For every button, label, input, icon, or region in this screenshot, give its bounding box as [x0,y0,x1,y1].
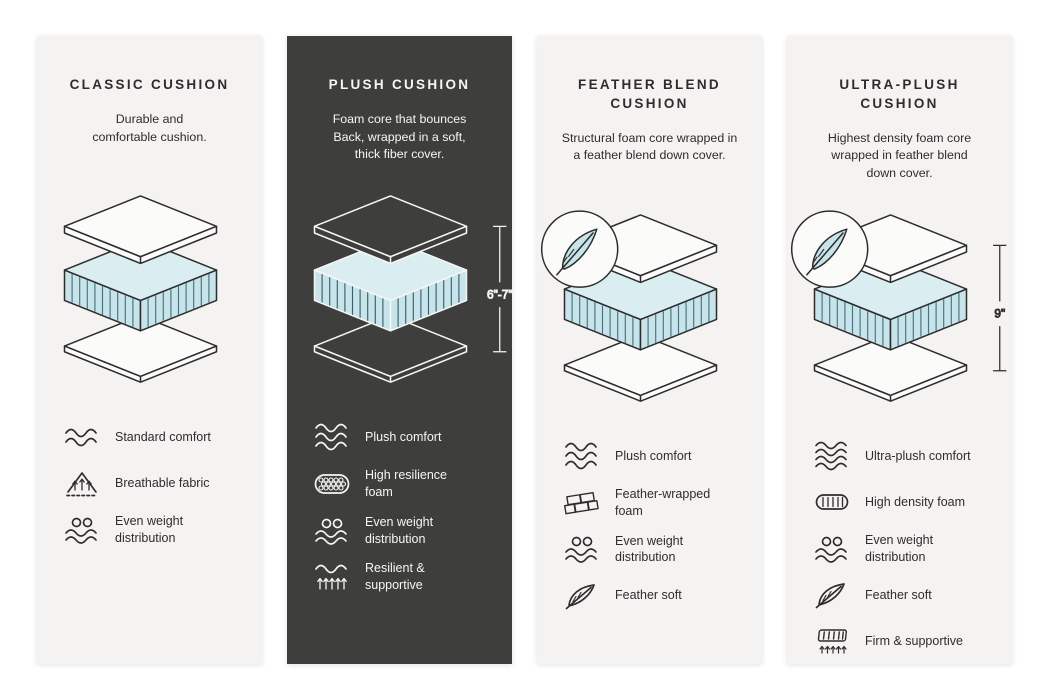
feature-label: Feather-wrapped foam [615,486,711,518]
card-ultra-plush-cushion: ULTRA-PLUSH CUSHION Highest density foam… [787,36,1012,664]
card-description: Foam core that bounces Back, wrapped in … [332,111,467,162]
cushion-diagram [41,175,258,405]
feather-badge-icon [791,211,867,287]
feature-row: Even weight distribution [561,533,748,567]
wave-comfort-icon [61,421,103,453]
cushion-diagram: 6"-7" [291,175,513,405]
feature-row: Resilient & supportive [311,560,498,594]
even-weight-icon [61,514,103,546]
card-title: PLUSH CUSHION [328,77,471,92]
feature-label: Even weight distribution [865,532,934,564]
wave-comfort-icon [811,440,853,472]
height-label: 6"-7" [486,287,512,301]
card-title: FEATHER BLEND CUSHION [578,77,721,111]
height-label: 9" [994,306,1005,320]
feature-label: Breathable fabric [115,475,210,490]
card-description: Structural foam core wrapped in a feathe… [561,130,738,163]
card-description: Durable and comfortable cushion. [92,111,207,144]
card-description: Highest density foam core wrapped in fea… [827,130,972,180]
feature-row: Even weight distribution [811,532,998,566]
resilient-supportive-icon [311,561,353,593]
card-feather-blend-cushion: FEATHER BLEND CUSHION Structural foam co… [537,36,762,664]
feature-list: Ultra-plush comfort High density foam Ev… [801,440,998,658]
cushion-diagram: 9" [791,194,1008,424]
feature-label: High resilience foam [365,467,447,499]
feature-row: Breathable fabric [61,467,248,500]
feature-label: Resilient & supportive [365,561,425,593]
card-title: CLASSIC CUSHION [69,77,230,92]
even-weight-icon [561,533,603,565]
feature-label: Feather soft [615,588,682,603]
resilience-foam-icon [311,468,353,500]
cushion-stack-icon [64,196,216,382]
feature-row: Plush comfort [311,421,498,454]
cushion-diagram [541,194,758,424]
feature-label: Firm & supportive [865,633,963,648]
feature-row: Feather soft [561,579,748,612]
card-classic-cushion: CLASSIC CUSHION Durable and comfortable … [37,36,262,664]
feature-label: Feather soft [865,587,932,602]
feature-label: High density foam [865,494,966,509]
feature-row: Ultra-plush comfort [811,440,998,473]
feature-row: Standard comfort [61,421,248,454]
even-weight-icon [311,515,353,547]
wave-comfort-icon [311,421,353,453]
feather-soft-icon [561,580,603,612]
wave-comfort-icon [561,440,603,472]
even-weight-icon [811,533,853,565]
feature-row: Even weight distribution [311,514,498,548]
feature-label: Even weight distribution [365,514,434,546]
firm-supportive-icon [811,625,853,657]
feature-label: Even weight distribution [615,533,684,565]
feature-label: Plush comfort [365,429,442,444]
feature-row: Feather soft [811,579,998,612]
feature-list: Plush comfort Feather-wrapped foam Even … [551,440,748,613]
feather-wrapped-foam-icon [561,487,603,519]
feature-row: Even weight distribution [61,513,248,547]
feature-row: Firm & supportive [811,625,998,658]
height-dimension: 6"-7" [486,225,513,353]
breathable-fabric-icon [61,467,103,499]
feature-label: Standard comfort [115,429,211,444]
height-dimension: 9" [992,244,1006,372]
feature-label: Ultra-plush comfort [865,448,971,463]
feature-label: Plush comfort [615,448,692,463]
card-title: ULTRA-PLUSH CUSHION [839,77,960,111]
feature-row: Feather-wrapped foam [561,486,748,520]
feather-badge-icon [541,211,617,287]
feature-list: Plush comfort High resilience foam Even … [301,421,498,594]
cushion-stack-icon [314,196,466,382]
feature-row: High density foam [811,486,998,519]
high-density-foam-icon [811,486,853,518]
feature-list: Standard comfort Breathable fabric Even … [51,421,248,547]
feature-label: Even weight distribution [115,513,184,545]
feature-row: Plush comfort [561,440,748,473]
feather-soft-icon [811,579,853,611]
card-plush-cushion: PLUSH CUSHION Foam core that bounces Bac… [287,36,513,664]
feature-row: High resilience foam [311,467,498,501]
